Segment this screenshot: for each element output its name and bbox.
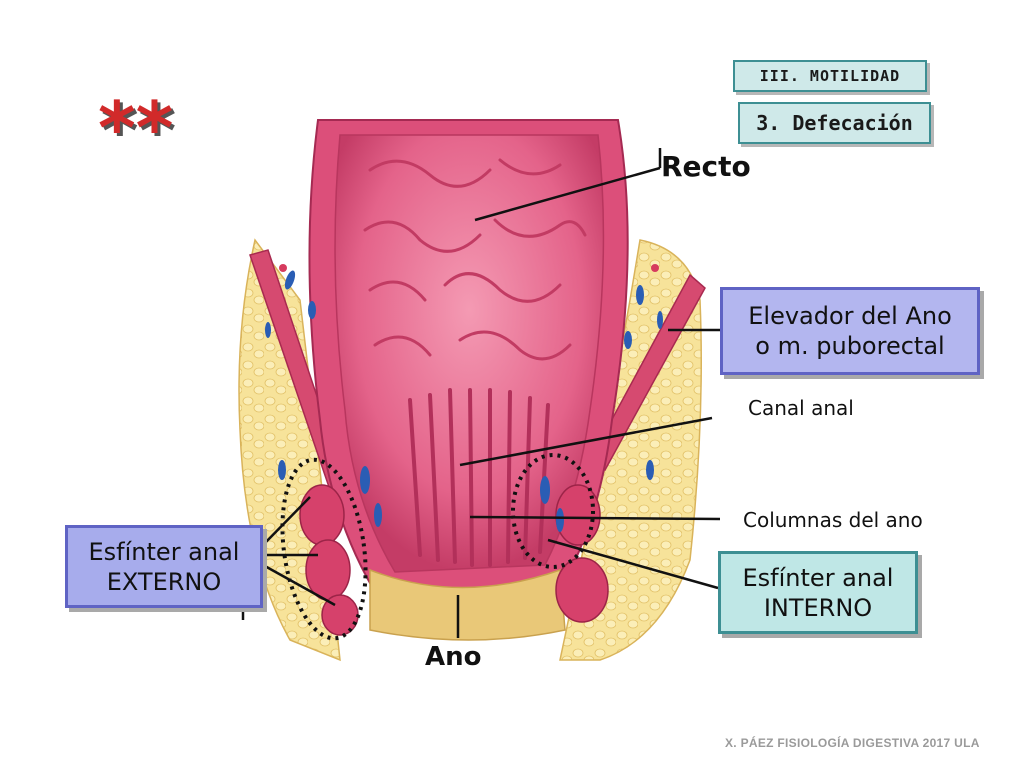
leader-lines [241,148,721,638]
label-columnas-del-ano: Columnas del ano [743,508,923,532]
label-recto: Recto [661,150,751,183]
subsection-tag: 3. Defecación [738,102,931,144]
levator-muscle-right [589,273,706,472]
callout-externo-line1: Esfínter anal [88,537,240,566]
external-sphincter-right [555,484,609,623]
callout-esfinter-externo: Esfínter anal EXTERNO [65,525,263,608]
internal-sphincter-highlight [511,453,595,569]
mucosal-folds [363,158,587,361]
blood-vessels [265,264,663,532]
star-marker-icon: ** [98,86,174,170]
callout-externo-line2: EXTERNO [106,567,222,596]
anal-skin [369,568,566,641]
external-sphincter-highlight [280,457,368,641]
callout-esfinter-interno: Esfínter anal INTERNO [718,551,918,634]
rectum-mucosa [334,134,605,573]
callout-interno-line1: Esfínter anal [742,563,894,592]
callout-elevador-line1: Elevador del Ano [748,302,952,330]
footer-credit: X. PÁEZ FISIOLOGÍA DIGESTIVA 2017 ULA [725,736,980,750]
callout-interno-line2: INTERNO [763,593,873,622]
label-canal-anal: Canal anal [748,396,854,420]
external-sphincter-left [299,484,359,636]
label-ano: Ano [425,642,482,672]
callout-elevador-del-ano: Elevador del Ano o m. puborectal [720,287,980,375]
callout-elevador-line2: o m. puborectal [755,332,945,360]
section-tag: III. MOTILIDAD [733,60,927,92]
